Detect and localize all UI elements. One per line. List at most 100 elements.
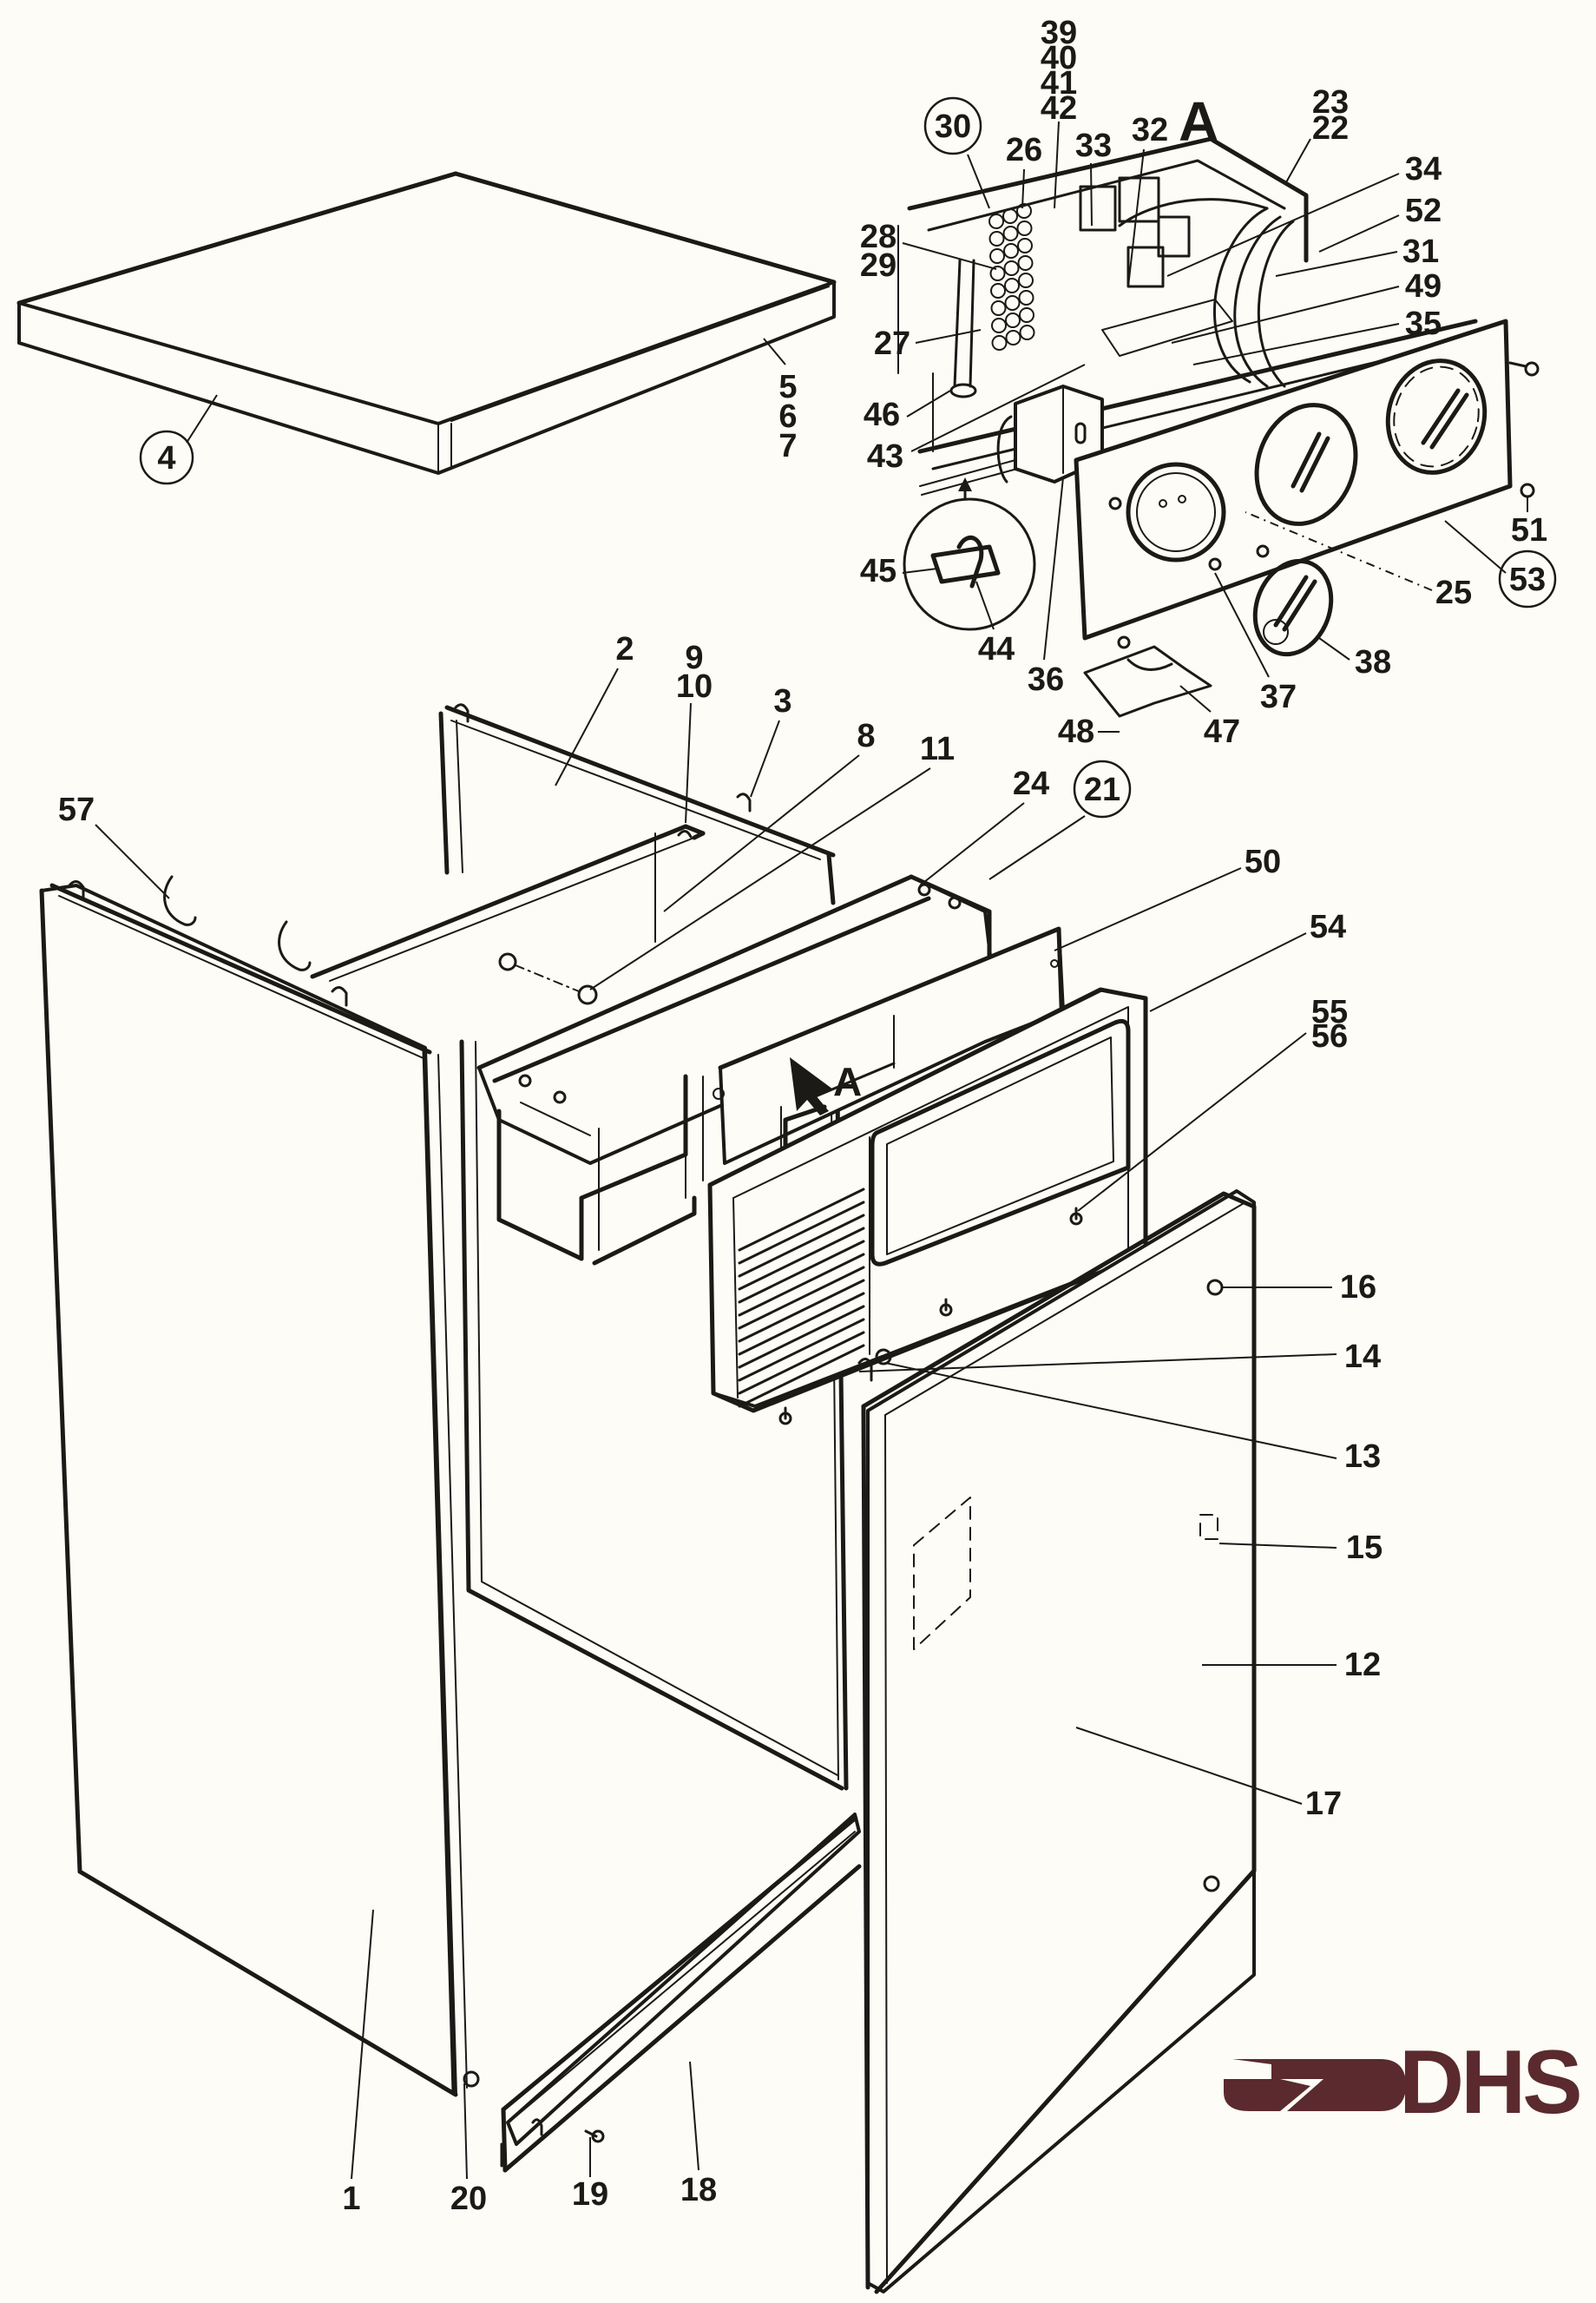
terminal-block (988, 203, 1035, 351)
part-label-53: 53 (1509, 562, 1546, 598)
leader-line-50 (1054, 867, 1242, 951)
part-label-9: 9 (685, 640, 703, 676)
leader-line-15 (1218, 1543, 1337, 1549)
front-door (857, 1189, 1257, 2294)
leader-line-13 (884, 1362, 1337, 1459)
part-label-2: 2 (615, 631, 634, 668)
terminal-screw (989, 266, 1006, 281)
part-labels: 1234567891011121314151617181920212322242… (58, 15, 1557, 2217)
part-label-35: 35 (1405, 306, 1442, 342)
part-label-41: 41 (1041, 65, 1077, 102)
top-rail (310, 824, 706, 1005)
part-label-14: 14 (1344, 1339, 1381, 1375)
label-circle-53 (1498, 549, 1557, 609)
leader-line-46 (906, 390, 951, 418)
part-label-20: 20 (450, 2181, 487, 2217)
leader-line-21 (988, 815, 1086, 880)
louvre-slats (738, 1188, 865, 1408)
section-marker-a: A (833, 1059, 862, 1104)
part-label-28: 28 (860, 219, 897, 255)
louvre-slat (738, 1214, 865, 1278)
label-circle-21 (1073, 760, 1132, 819)
screws (463, 1207, 1083, 2143)
leader-line-35 (1192, 323, 1400, 365)
leader-line-38 (1318, 637, 1350, 661)
leader-line-18 (689, 2061, 699, 2171)
terminal-screw (991, 318, 1007, 333)
terminal-screw (1017, 255, 1034, 271)
part-label-5: 5 (778, 369, 797, 405)
leader-lines (95, 121, 1528, 2180)
dhs-logo: DHS (1224, 2032, 1583, 2133)
louvre-slat (738, 1305, 865, 1369)
leader-line-1 (351, 1909, 374, 2180)
leader-line-33 (1090, 162, 1093, 227)
part-label-10: 10 (676, 668, 713, 705)
terminal-screw (988, 214, 1004, 229)
part-label-24: 24 (1013, 766, 1049, 802)
terminal-screw (1016, 220, 1033, 236)
leader-line-43 (910, 364, 1086, 452)
leader-line-39-42 (1054, 121, 1060, 209)
part-label-27: 27 (874, 326, 910, 362)
part-label-7: 7 (778, 428, 797, 464)
leader-line-5-7 (763, 338, 786, 365)
part-label-42: 42 (1041, 90, 1077, 127)
leader-line-28-29 (902, 242, 997, 270)
leader-line-54 (1149, 932, 1307, 1012)
dhs-logo-text: DHS (1399, 2032, 1580, 2133)
part-label-45: 45 (860, 553, 897, 589)
part-label-50: 50 (1245, 844, 1281, 880)
control-panel-detail (897, 136, 1540, 718)
terminal-screw (1018, 273, 1034, 288)
leader-line-9-10 (685, 702, 692, 824)
louvre-slat (738, 1227, 865, 1291)
louvre-slat (738, 1331, 865, 1395)
part-label-3: 3 (773, 683, 791, 720)
part-label-31: 31 (1402, 234, 1439, 270)
terminal-screw (988, 231, 1005, 247)
part-label-13: 13 (1344, 1438, 1381, 1475)
leader-line-2 (555, 668, 619, 786)
louvre-slat (738, 1318, 865, 1382)
leader-line-30 (967, 154, 990, 209)
terminal-screw (1005, 330, 1021, 345)
part-label-48: 48 (1058, 714, 1094, 750)
part-label-32: 32 (1132, 112, 1168, 148)
part-label-56: 56 (1311, 1018, 1348, 1055)
leader-line-25 (1245, 511, 1433, 591)
leader-line-55-56 (1077, 1032, 1307, 1212)
grille-frame (707, 987, 1148, 1413)
louvre-slat (738, 1344, 865, 1408)
leader-line-24 (919, 802, 1025, 886)
terminal-screw (990, 300, 1007, 316)
terminal-screw (1002, 208, 1018, 224)
part-label-39: 39 (1041, 15, 1077, 51)
terminal-screw (1004, 278, 1020, 293)
part-label-34: 34 (1405, 151, 1442, 188)
part-label-23: 23 (1312, 84, 1349, 121)
terminal-screw (989, 248, 1005, 264)
part-label-43: 43 (867, 438, 903, 475)
part-label-36: 36 (1028, 661, 1064, 698)
leader-line-32 (1127, 148, 1145, 287)
leader-line-22-23 (1285, 138, 1311, 183)
part-label-49: 49 (1405, 268, 1442, 305)
part-label-38: 38 (1355, 644, 1391, 681)
louvre-slat (738, 1188, 865, 1252)
part-label-8: 8 (857, 718, 875, 754)
part-label-30: 30 (935, 109, 971, 145)
part-label-55: 55 (1311, 994, 1348, 1030)
label-circle-30 (923, 96, 982, 155)
leader-line-49 (1171, 286, 1400, 344)
leader-line-31 (1275, 251, 1398, 277)
part-label-21: 21 (1084, 772, 1120, 808)
part-label-37: 37 (1260, 679, 1297, 715)
part-label-57: 57 (58, 792, 95, 828)
terminal-screw (1003, 243, 1019, 259)
part-label-19: 19 (572, 2176, 608, 2213)
part-label-11: 11 (920, 731, 955, 767)
part-label-46: 46 (864, 397, 900, 433)
terminal-screw (1005, 313, 1021, 328)
callout-arrow-a (790, 1057, 896, 1115)
